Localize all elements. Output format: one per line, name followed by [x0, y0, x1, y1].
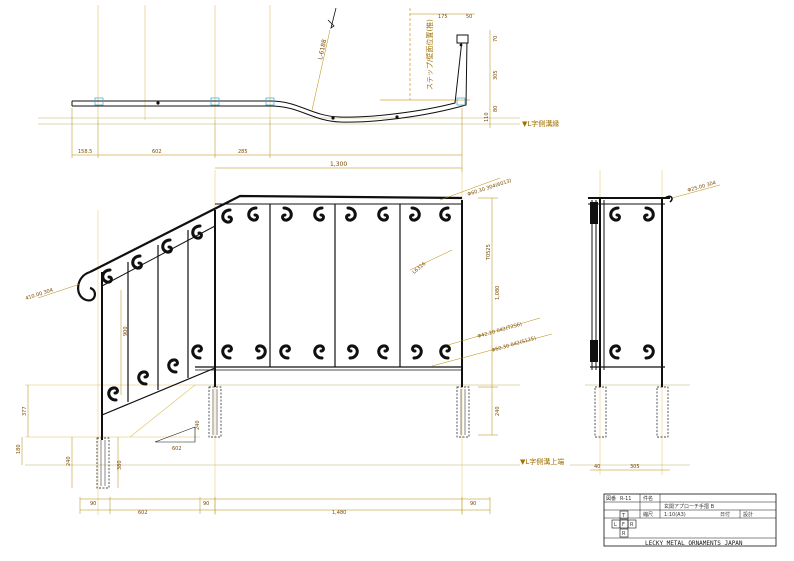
top-handrail — [89, 194, 463, 273]
rail-spec-left: 410.00 304 — [25, 287, 54, 302]
plan-dim-bottom-3: 285 — [238, 149, 248, 155]
plan-post-squares — [94, 97, 466, 106]
vertical-bars — [127, 204, 401, 402]
tb-date-label: 日付 — [720, 511, 730, 518]
lower-slant-rail — [101, 367, 216, 416]
height-upper: T0525 — [486, 244, 492, 261]
leader-top-spec — [439, 177, 501, 201]
height-base: 240 — [495, 406, 501, 416]
foundations — [96, 386, 470, 489]
bar-spec-lower: Φ60.30 042(S125) — [491, 335, 537, 353]
tb-scale-label: 縮尺 — [643, 511, 653, 518]
top-rail-dim: L6316 — [411, 261, 427, 276]
handrail-plan-inner — [72, 39, 468, 123]
title-block: 図番 R-11 件名 玄関アプローチ手摺 B 縮尺 1:10(A3) 日付 設計… — [603, 493, 777, 547]
side-bracket-bottom — [590, 340, 598, 362]
side-scrolls — [609, 206, 655, 360]
tb-name-label: 件名 — [643, 495, 653, 502]
side-spec-leader — [671, 184, 721, 199]
plan-dim-right-1: 70 — [493, 36, 499, 42]
handrail-plan-cap — [456, 34, 469, 44]
side-spec: Φ25.00 304 — [687, 180, 717, 194]
front-elevation: 602 ▼L字側溝上端 — [16, 170, 564, 516]
posts — [101, 200, 463, 440]
tb-company: LECKY METAL ORNAMENTS JAPAN — [645, 540, 743, 547]
bottom-dim-ticks — [79, 497, 491, 514]
plan-dim-right-3: 80 — [493, 106, 499, 112]
left-dim-5: 240 — [195, 420, 201, 430]
view-mark-r: R — [630, 522, 634, 528]
wall-note: ステップ/壁面位置(推) — [425, 19, 434, 90]
ground-label: ▼L字側溝上端 — [520, 457, 564, 466]
tb-scale-value: 1:10(A3) — [664, 512, 686, 518]
side-view: Φ25.00 304 40 305 — [570, 170, 721, 475]
inner-height: 900 — [123, 326, 129, 336]
side-rail-end — [664, 195, 673, 203]
side-dim-2: 305 — [630, 464, 640, 470]
height-total: 1,080 — [495, 286, 501, 300]
stair-slope — [129, 384, 196, 438]
plan-dim-top-2: 50 — [466, 14, 472, 20]
tb-no-label: 図番 — [606, 495, 616, 502]
bottom-dim-3: 90 — [203, 501, 209, 507]
tb-title: 玄関アプローチ手摺 B — [664, 503, 715, 510]
plan-length-leader — [311, 29, 331, 111]
side-dim-1: 40 — [594, 464, 600, 470]
plan-break-mark — [327, 7, 337, 29]
bottom-dim-4: 1,480 — [332, 510, 346, 516]
step-rise: 602 — [172, 446, 182, 452]
plan-dim-bottom-1: 158.5 — [78, 149, 92, 155]
left-dim-2: 240 — [66, 456, 72, 466]
view-mark-t: T — [621, 513, 626, 519]
plan-length-note: L-6188 — [317, 39, 328, 61]
upper-scrolls — [101, 206, 451, 284]
leader-left-spec — [37, 283, 81, 299]
plan-ref-label: ▼L字側溝縁 — [522, 119, 559, 128]
side-posts — [599, 198, 663, 387]
bottom-dim-2: 602 — [138, 510, 148, 516]
tb-designer-label: 設計 — [743, 511, 753, 518]
left-dim-4: 180 — [16, 444, 22, 454]
plan-dim-total: 1,300 — [330, 161, 347, 168]
plan-view: ステップ/壁面位置(推) ▼L字側溝縁 L-6188 175 50 — [38, 5, 559, 172]
bottom-dim-5: 90 — [470, 501, 476, 507]
slope-triangle — [154, 426, 196, 443]
handrail-plan-outer — [72, 39, 463, 118]
plan-dim-right-2: 305 — [493, 70, 499, 80]
plan-guide-lines — [97, 5, 271, 120]
plan-dim-ticks — [71, 108, 463, 172]
bar-spec-upper: Φ42.20 042(T2S6) — [477, 321, 523, 339]
view-mark-r2: R — [622, 531, 626, 537]
side-foundations — [594, 386, 669, 438]
view-mark-f: F — [622, 522, 625, 528]
bottom-dim-1: 90 — [90, 501, 96, 507]
leader-upper-bar — [447, 317, 541, 346]
side-bracket-top — [590, 202, 598, 224]
view-marks — [611, 510, 637, 538]
view-mark-l: L — [614, 522, 617, 528]
plan-dim-right-4: 110 — [484, 112, 490, 122]
lower-scrolls — [107, 344, 451, 402]
elev-guide-lines — [97, 170, 463, 515]
plan-post-markers — [156, 43, 463, 120]
foundation-hatch — [100, 389, 466, 486]
plan-dim-top-1: 175 — [438, 14, 448, 20]
tb-no-value: R-11 — [620, 496, 631, 502]
plan-dim-bottom-2: 602 — [152, 149, 162, 155]
handrail-end-scroll — [77, 270, 96, 302]
left-dim-3: 380 — [117, 460, 123, 470]
leader-top-rail — [409, 249, 453, 271]
left-dim-1: 377 — [22, 406, 28, 416]
